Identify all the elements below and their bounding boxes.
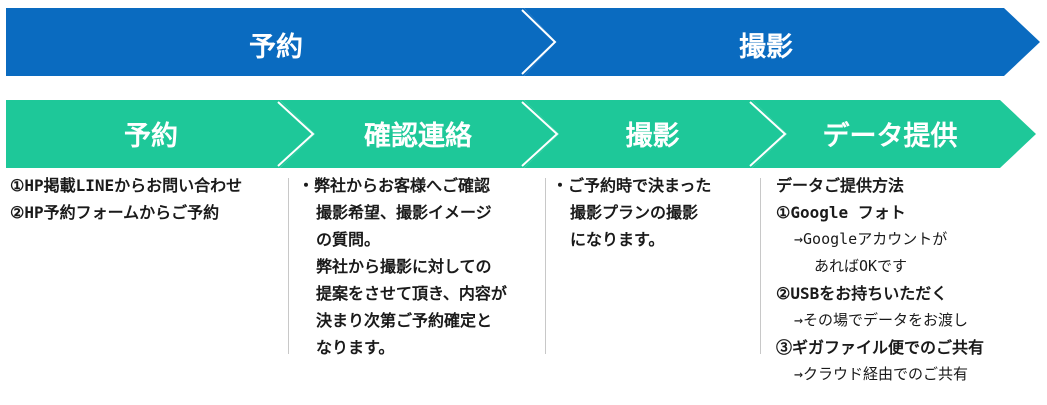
delivery-option-note: →Googleアカウントが (794, 230, 948, 248)
delivery-option-note: →クラウド経由でのご共有 (794, 365, 969, 383)
confirmation-line: 提案をさせて頂き、内容が (316, 284, 507, 303)
confirmation-line: 決まり次第ご予約確定と (316, 311, 493, 330)
delivery-option-google-photos: ①Google フォト (776, 203, 906, 222)
reservation-details: ①HP掲載LINEからお問い合わせ ②HP予約フォームからご予約 (10, 172, 242, 226)
column-divider (545, 178, 546, 354)
confirmation-line: ・弊社からお客様へご確認 (298, 176, 491, 195)
step-divider-3 (749, 101, 787, 167)
delivery-title: データご提供方法 (776, 176, 905, 195)
confirmation-details: ・弊社からお客様へご確認 撮影希望、撮影イメージ の質問。 弊社から撮影に対して… (298, 172, 507, 361)
shooting-details: ・ご予約時で決まった 撮影プランの撮影 になります。 (552, 172, 711, 253)
step-divider-2 (521, 101, 559, 167)
reservation-method-line: ①HP掲載LINEからお問い合わせ (10, 176, 243, 195)
shooting-line: 撮影プランの撮影 (570, 203, 699, 222)
step-label-shooting: 撮影 (625, 121, 680, 152)
confirmation-line: 撮影希望、撮影イメージ (316, 203, 492, 222)
step-divider-1 (277, 101, 315, 167)
delivery-option-note: →その場でデータをお渡し (794, 311, 969, 329)
phase-divider (521, 9, 557, 75)
step-chevron-shooting (524, 100, 787, 168)
delivery-option-note: あればOKです (814, 257, 908, 275)
confirmation-line: 弊社から撮影に対しての (316, 257, 492, 276)
step-chevron-reservation (6, 100, 315, 168)
step-label-data-delivery: データ提供 (822, 121, 958, 152)
column-divider (760, 178, 761, 354)
confirmation-line: の質問。 (316, 230, 381, 249)
step-chevron-data-delivery (752, 100, 1036, 168)
step-label-reservation: 予約 (124, 121, 178, 152)
confirmation-line: なります。 (316, 338, 395, 357)
column-divider (288, 178, 289, 354)
phase-chevron-reservation (6, 8, 556, 76)
shooting-line: になります。 (570, 230, 665, 249)
shooting-line: ・ご予約時で決まった (552, 176, 712, 195)
step-label-confirmation: 確認連絡 (364, 121, 472, 152)
delivery-option-usb: ②USBをお持ちいただく (776, 284, 948, 303)
reservation-method-line: ②HP予約フォームからご予約 (10, 203, 220, 222)
phase-label-reservation: 予約 (249, 32, 303, 63)
phase-label-shooting: 撮影 (739, 32, 793, 63)
step-chevron-confirmation (280, 100, 559, 168)
data-delivery-details: データご提供方法 ①Google フォト →Googleアカウントが あればOK… (776, 172, 984, 388)
phase-chevron-shooting (524, 8, 1040, 76)
delivery-option-gigafile: ③ギガファイル便でのご共有 (776, 338, 985, 357)
